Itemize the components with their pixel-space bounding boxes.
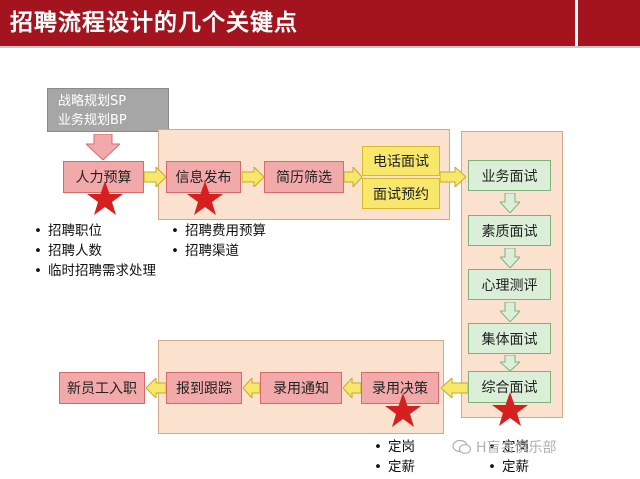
left-arrow-2 <box>343 378 361 398</box>
note-item: •定岗 <box>488 439 529 455</box>
down-arrow-strategy <box>86 134 120 160</box>
star-icon-budget <box>87 181 123 215</box>
down-arrow-1 <box>500 193 520 213</box>
strategy-line-bp: 业务规划BP <box>58 113 127 128</box>
node-new-employee-onboarding: 新员工入职 <box>59 372 145 404</box>
star-icon-decision <box>385 393 421 427</box>
note-item: •招聘职位 <box>34 223 102 239</box>
strategy-line-sp: 战略规划SP <box>58 94 127 109</box>
right-arrow-4 <box>440 167 466 187</box>
star-icon-comprehensive <box>492 392 528 426</box>
notes-budget: •招聘职位 •招聘人数 •临时招聘需求处理 <box>34 221 156 281</box>
node-onboard-tracking: 报到跟踪 <box>166 372 242 404</box>
note-item: •招聘渠道 <box>171 243 239 259</box>
down-arrow-3 <box>500 302 520 322</box>
node-resume-screen: 简历筛选 <box>264 161 344 193</box>
note-item: •定岗 <box>374 439 415 455</box>
strategy-box: 战略规划SP 业务规划BP <box>47 88 169 132</box>
node-interview-booking: 面试预约 <box>362 178 440 209</box>
node-business-interview: 业务面试 <box>468 160 551 191</box>
left-arrow-4 <box>146 378 166 398</box>
right-arrow-2 <box>242 167 264 187</box>
left-arrow-1 <box>441 378 468 398</box>
title-underline <box>0 46 640 48</box>
right-arrow-1 <box>144 167 166 187</box>
notes-decision: •定岗 •定薪 <box>374 437 415 477</box>
left-arrow-3 <box>243 378 260 398</box>
note-item: •招聘费用预算 <box>171 223 266 239</box>
node-hire-notice: 录用通知 <box>260 372 342 404</box>
node-manpower-budget: 人力预算 <box>63 161 144 193</box>
note-item: •定薪 <box>374 459 415 475</box>
page-title: 招聘流程设计的几个关键点 <box>10 10 298 36</box>
node-comprehensive-interview: 综合面试 <box>468 371 551 403</box>
note-item: •定薪 <box>488 459 529 475</box>
node-quality-interview: 素质面试 <box>468 215 551 246</box>
watermark: H盲名俱乐部 <box>452 437 557 457</box>
down-arrow-4 <box>500 355 520 371</box>
node-phone-interview: 电话面试 <box>362 146 440 176</box>
node-psych-test: 心理测评 <box>468 269 551 300</box>
note-item: •临时招聘需求处理 <box>34 263 156 279</box>
watermark-text: H盲名俱乐部 <box>476 440 557 456</box>
notes-publish: •招聘费用预算 •招聘渠道 <box>171 221 266 261</box>
title-accent-block <box>578 0 640 46</box>
star-icon-publish <box>187 181 223 215</box>
node-group-interview: 集体面试 <box>468 323 551 354</box>
right-arrow-3 <box>344 167 362 187</box>
notes-comprehensive: •定岗 •定薪 <box>488 437 529 477</box>
node-info-publish: 信息发布 <box>166 161 241 193</box>
note-item: •招聘人数 <box>34 243 102 259</box>
title-bar <box>0 0 575 46</box>
down-arrow-2 <box>500 248 520 268</box>
wechat-icon <box>452 439 472 454</box>
